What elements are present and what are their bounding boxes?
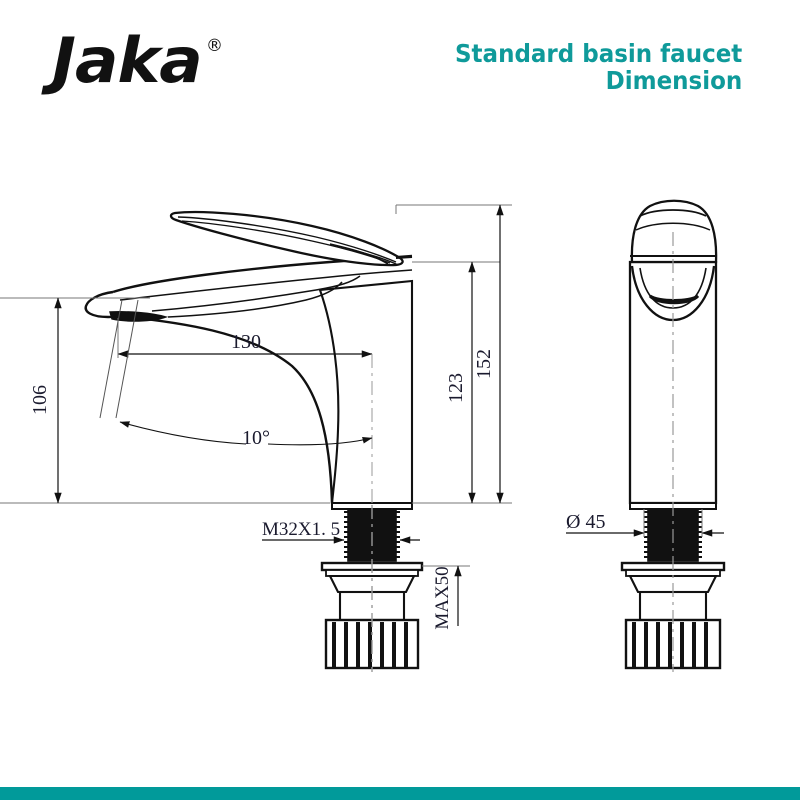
front-cap-seam-top — [639, 209, 707, 217]
dimension-label-106: 106 — [29, 385, 51, 415]
aerator-outlet — [109, 311, 169, 322]
handle-tail-2 — [351, 249, 399, 266]
footer-accent-bar — [0, 787, 800, 800]
dimension-spout-reach: 130 — [117, 318, 373, 508]
dimension-label-m32: M32X1. 5 — [262, 519, 340, 540]
callout-base-diameter: Ø 45 — [566, 509, 724, 537]
brand-logo: Jaka ® — [52, 30, 292, 100]
lever-handle — [169, 210, 404, 267]
mounting-cone — [328, 574, 416, 594]
page-header: Jaka ® Standard basin faucet Dimension — [0, 0, 800, 120]
registered-trademark-icon: ® — [206, 36, 223, 56]
dimension-label-max50: MAX50 — [432, 566, 453, 629]
spout-groove-2 — [151, 275, 361, 312]
front-view-faucet — [620, 199, 726, 672]
knurl-ribs — [332, 622, 408, 668]
side-view-faucet — [84, 210, 424, 672]
spout-underside-curve — [117, 314, 334, 504]
front-handle-shadow — [648, 294, 700, 305]
dimension-handle-angle: 10° — [99, 299, 373, 449]
spout-groove-1 — [119, 269, 413, 301]
faucet-body-outline — [318, 279, 414, 505]
thread-serrations-left — [344, 511, 348, 558]
page-title: Standard basin faucet Dimension — [430, 40, 742, 94]
handle-pivot-seam — [395, 255, 413, 260]
front-knurl-ribs — [632, 622, 708, 668]
dimension-label-152: 152 — [473, 349, 495, 379]
spout-groove-3 — [167, 281, 343, 318]
dimension-spout-height: 106 — [29, 297, 62, 504]
page-title-line-1: Standard basin faucet — [454, 39, 742, 68]
thread-serrations-right — [396, 511, 400, 558]
dimension-label-10deg: 10° — [242, 427, 270, 449]
dimension-overall-height: 152 — [473, 204, 504, 504]
dimension-max-deck-thickness: MAX50 — [422, 565, 470, 630]
dimension-label-123: 123 — [445, 373, 467, 403]
brand-logo-text: Jaka — [52, 24, 203, 97]
dimension-label-130: 130 — [231, 331, 261, 353]
callout-thread-spec: M32X1. 5 — [262, 519, 420, 544]
front-cap-seam-mid — [635, 222, 711, 231]
front-thread-serrations-right — [698, 511, 702, 558]
dimension-label-dia45: Ø 45 — [566, 511, 605, 533]
page-title-line-2: Dimension — [605, 66, 742, 95]
front-cap — [630, 199, 718, 264]
handle-groove-1 — [177, 216, 397, 263]
dimension-body-height: 123 — [445, 261, 476, 504]
front-thread-serrations-left — [644, 511, 648, 558]
